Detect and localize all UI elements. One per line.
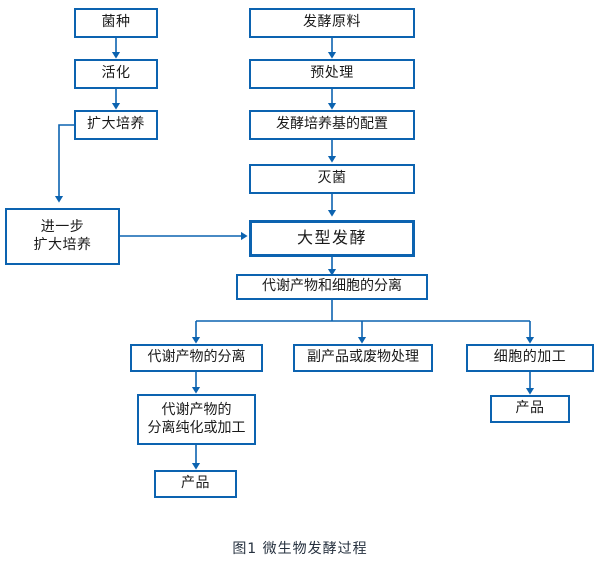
node-strain[interactable]: 菌种	[74, 8, 158, 38]
edge-expansion-to-further-expansion	[54, 124, 74, 203]
node-pretreatment[interactable]: 预处理	[249, 59, 415, 89]
node-separation-metabolite-cell[interactable]: 代谢产物和细胞的分离	[236, 274, 428, 300]
node-activation[interactable]: 活化	[74, 59, 158, 89]
node-expansion[interactable]: 扩大培养	[74, 110, 158, 140]
node-medium-preparation[interactable]: 发酵培养基的配置	[249, 110, 415, 140]
node-cell-processing[interactable]: 细胞的加工	[466, 344, 594, 372]
node-sterilization[interactable]: 灭菌	[249, 164, 415, 194]
figure-caption: 图1 微生物发酵过程	[232, 541, 368, 557]
node-raw-material[interactable]: 发酵原料	[249, 8, 415, 38]
node-product-left[interactable]: 产品	[154, 470, 237, 498]
node-further-expansion[interactable]: 进一步 扩大培养	[5, 208, 120, 265]
node-byproduct-waste-treatment[interactable]: 副产品或废物处理	[293, 344, 433, 372]
node-metabolite-separation[interactable]: 代谢产物的分离	[130, 344, 263, 372]
node-large-scale-fermentation[interactable]: 大型发酵	[249, 220, 415, 257]
node-metabolite-purification[interactable]: 代谢产物的 分离纯化或加工	[137, 394, 256, 445]
node-product-right[interactable]: 产品	[490, 395, 570, 423]
